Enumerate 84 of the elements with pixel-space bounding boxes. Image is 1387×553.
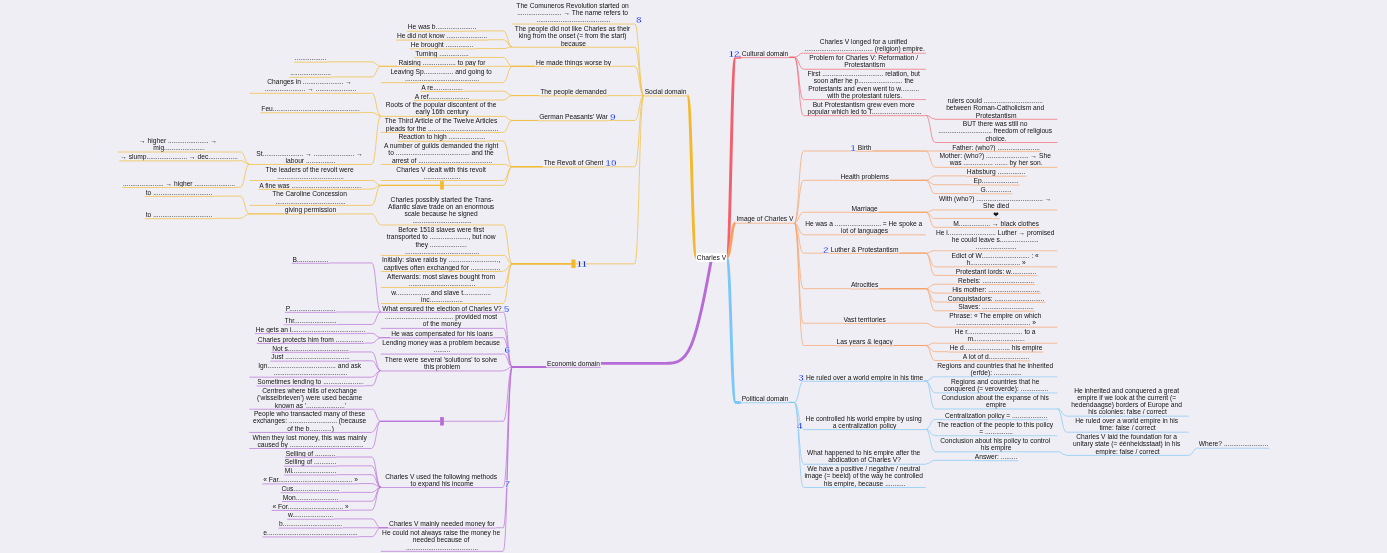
connector: [685, 94, 698, 259]
connector: [725, 221, 738, 259]
node-bar: [440, 181, 444, 190]
connector: [338, 486, 382, 502]
connector: [350, 360, 382, 371]
connector: [502, 263, 573, 304]
connector: [239, 151, 250, 165]
connector: [336, 474, 382, 488]
connector: [360, 112, 382, 117]
section-number: 3: [798, 371, 804, 383]
connector: [337, 311, 382, 325]
connector: [788, 56, 804, 116]
connector: [725, 55, 741, 259]
connector: [349, 486, 382, 511]
connector: [469, 95, 540, 101]
node-bar: [571, 259, 576, 269]
connector: [793, 179, 840, 224]
connector: [1056, 408, 1067, 417]
connector: [600, 261, 713, 365]
connector: [349, 351, 382, 371]
section-number: 9: [609, 111, 616, 123]
connector: [793, 150, 858, 224]
section-number: 1: [850, 141, 856, 153]
connector: [502, 65, 536, 83]
connector: [886, 322, 936, 328]
connector: [476, 30, 513, 48]
connector: [487, 39, 513, 48]
connector: [603, 95, 645, 168]
connector: [878, 211, 953, 228]
section-number: 5: [503, 302, 510, 314]
connector: [336, 465, 382, 488]
connector: [893, 345, 963, 361]
connector: [473, 46, 513, 49]
connector: [238, 160, 250, 165]
connector: [793, 222, 843, 324]
connector: [371, 92, 382, 117]
node-bar: [440, 417, 444, 426]
connector: [340, 486, 382, 493]
section-number: 2: [823, 243, 829, 255]
section-number: 12: [728, 48, 740, 59]
connector: [925, 428, 936, 452]
connector: [878, 288, 958, 312]
connector: [923, 376, 936, 382]
connector: [358, 483, 382, 488]
connector: [335, 456, 382, 488]
connector: [634, 46, 645, 96]
connector: [925, 428, 936, 436]
connector: [793, 222, 804, 235]
connector: [1188, 447, 1199, 456]
connector: [793, 222, 836, 346]
connector: [371, 115, 382, 165]
connector: [923, 380, 936, 409]
connector: [329, 262, 382, 313]
connector: [889, 179, 981, 194]
connector: [1056, 408, 1067, 433]
connector: [871, 150, 936, 168]
connector: [371, 420, 441, 449]
section-number: 4: [796, 419, 803, 431]
connector: [925, 419, 945, 430]
section-number: 6: [504, 344, 510, 356]
connector: [336, 213, 382, 225]
connector: [925, 115, 936, 120]
connector: [611, 65, 645, 96]
connector: [925, 460, 975, 465]
connector: [502, 120, 539, 133]
section-number: 7: [504, 477, 510, 489]
section-number: 10: [605, 157, 617, 169]
connector: [607, 95, 645, 96]
connector: [793, 222, 831, 254]
section-number: 8: [635, 14, 642, 26]
connector: [363, 337, 391, 344]
connector: [235, 163, 250, 188]
connector: [443, 166, 544, 186]
connector: [793, 222, 851, 289]
connector: [608, 95, 645, 121]
connector: [1056, 451, 1067, 456]
connector: [898, 252, 956, 276]
connector: [371, 185, 441, 206]
connector: [212, 213, 285, 219]
connector: [634, 23, 645, 96]
connector: [793, 211, 851, 224]
connector: [331, 65, 399, 78]
connector: [335, 311, 382, 313]
connector: [925, 115, 936, 143]
